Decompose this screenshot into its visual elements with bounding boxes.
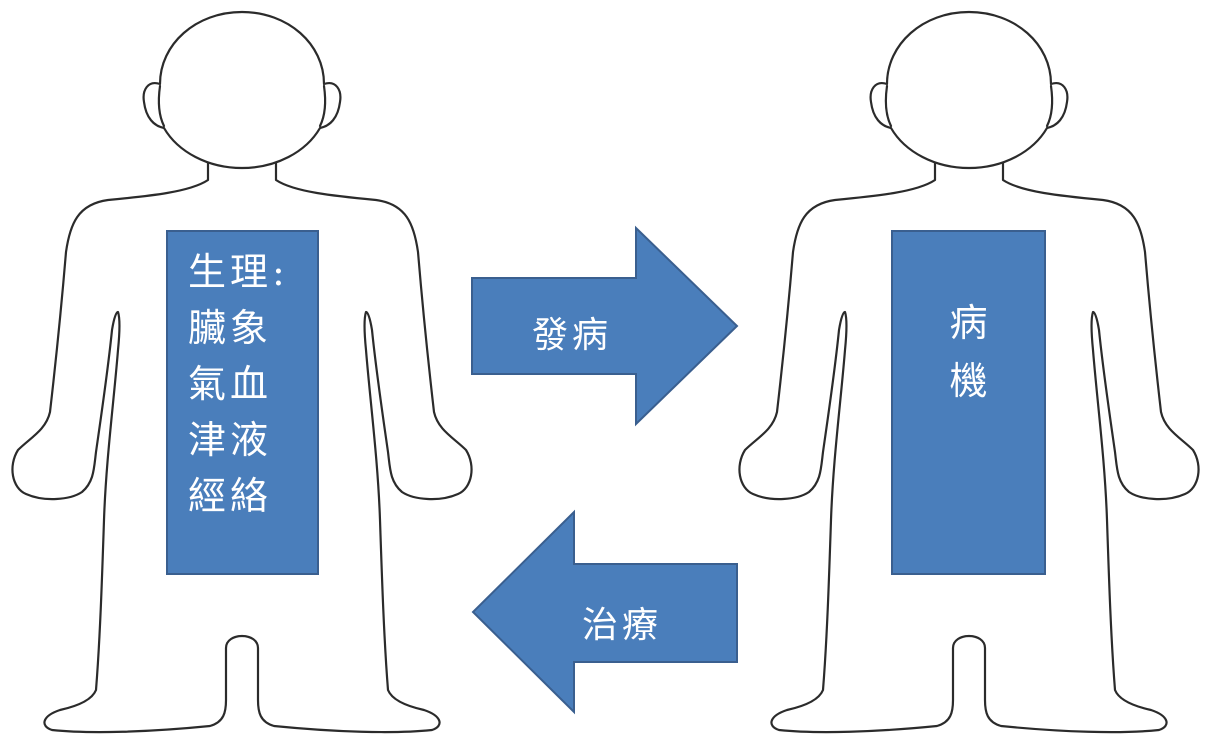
onset-arrow [471,225,739,427]
pathogenesis-char-1: 病 [949,301,988,345]
pathogenesis-char-2: 機 [949,359,988,403]
pathogenesis-box: 病 機 [891,230,1046,575]
pathogenesis-box-fill [891,230,1046,575]
physiology-item-jingluo: 經絡 [188,474,273,518]
physiology-item-zangxiang: 臟象 [188,306,273,350]
physiology-title: 生理: [188,250,289,294]
physiology-item-jinye: 津液 [188,418,273,462]
physiology-box-fill [166,230,319,575]
treatment-arrow [471,509,738,715]
physiology-item-qixue: 氣血 [188,362,273,406]
physiology-box: 生理: 臟象 氣血 津液 經絡 [166,230,319,575]
treatment-arrow-label: 治療 [582,605,663,646]
onset-arrow-label: 發病 [532,315,613,356]
